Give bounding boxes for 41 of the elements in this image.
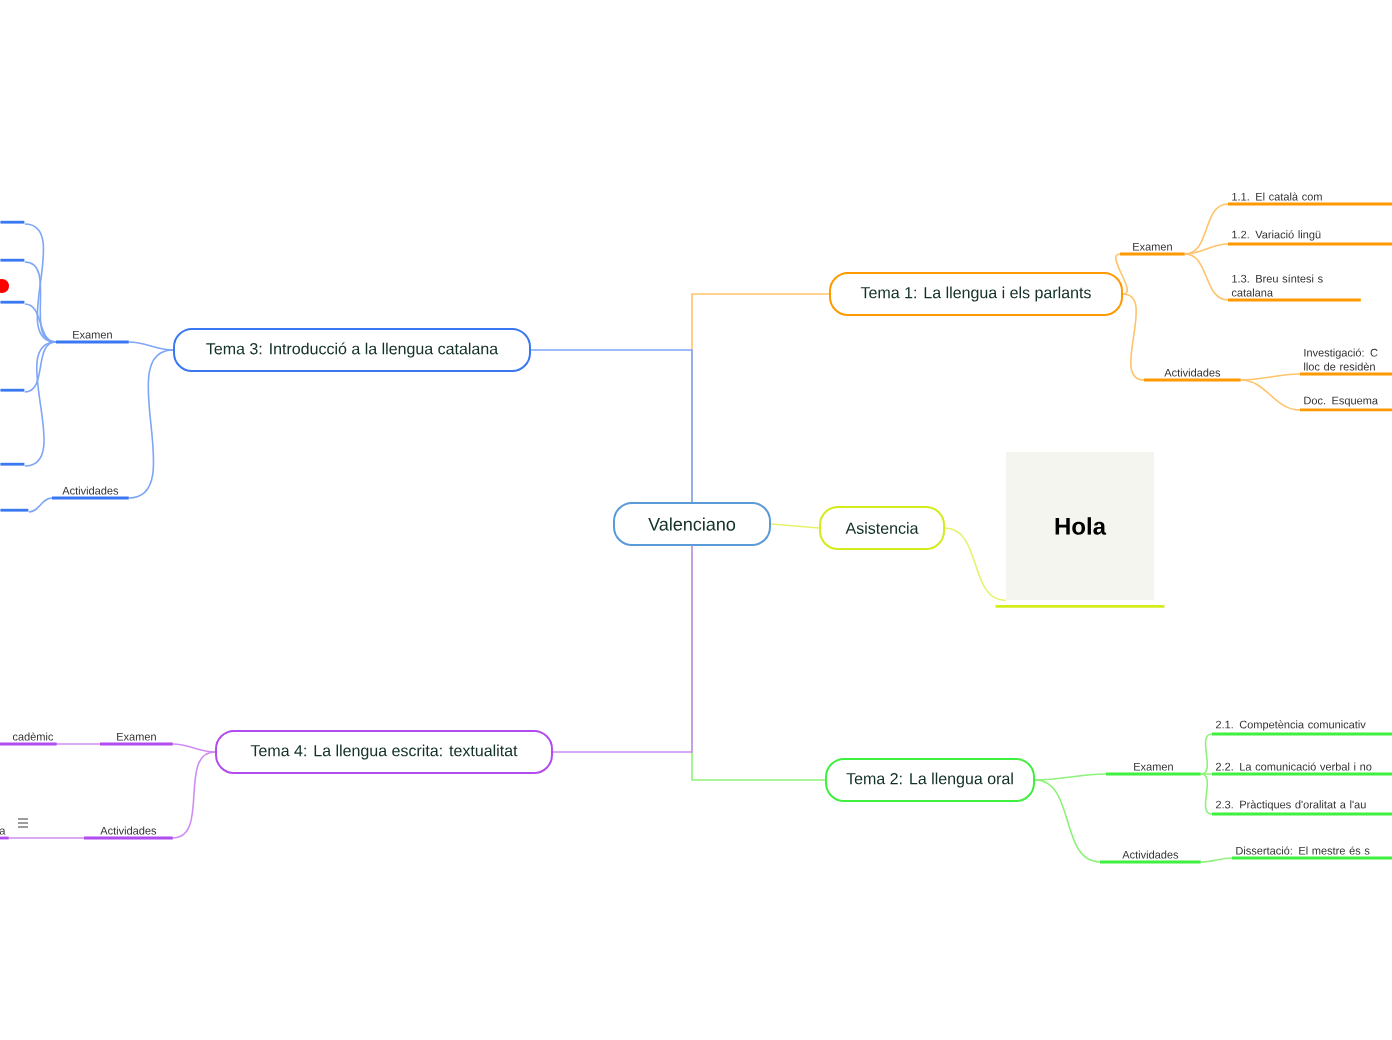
branch-connector	[56, 743, 101, 745]
central-topic-box: Valenciano	[613, 502, 771, 546]
branch-connector	[24, 341, 57, 467]
branch-connector	[1184, 253, 1229, 301]
branch-connector	[128, 341, 174, 351]
branch-connector	[8, 837, 85, 839]
branch-line	[0, 300, 25, 304]
topic-box: Tema 4: La llengua escrita: textualitat	[215, 730, 553, 774]
branch-line	[0, 388, 25, 392]
branch-connector	[770, 523, 820, 529]
branch-connector	[1034, 773, 1107, 781]
branch-connector	[1184, 203, 1229, 255]
branch-connector	[172, 743, 216, 753]
topic-box: Tema 2: La llengua oral	[825, 758, 1035, 802]
branch-connector	[24, 341, 57, 393]
branch-connector	[24, 261, 57, 343]
topic-box: Asistencia	[819, 506, 945, 550]
branch-line	[0, 220, 25, 224]
branch-connector	[1200, 733, 1213, 775]
branch-line	[0, 508, 29, 512]
branch-connector	[530, 349, 693, 503]
branch-connector	[28, 497, 53, 513]
branch-connector	[1200, 773, 1213, 775]
note-card: Hola	[995, 452, 1165, 608]
branch-connector	[172, 751, 216, 839]
branch-connector	[1200, 857, 1233, 863]
topic-box: Tema 1: La llengua i els parlants	[829, 272, 1123, 316]
branch-connector	[1200, 773, 1213, 815]
branch-connector	[1122, 293, 1145, 381]
branch-connector	[552, 545, 693, 753]
branch-connector	[1240, 373, 1301, 381]
branch-connector	[128, 349, 174, 499]
branch-line	[0, 462, 25, 466]
branch-connector	[1240, 379, 1301, 411]
branch-connector	[944, 527, 1007, 602]
branch-connector	[24, 303, 57, 343]
branch-connector	[1034, 779, 1101, 863]
branch-connector	[1184, 243, 1229, 255]
topic-box: Tema 3: Introducció a la llengua catalana	[173, 328, 531, 372]
branch-connector	[1115, 253, 1128, 295]
branch-line	[0, 258, 25, 262]
